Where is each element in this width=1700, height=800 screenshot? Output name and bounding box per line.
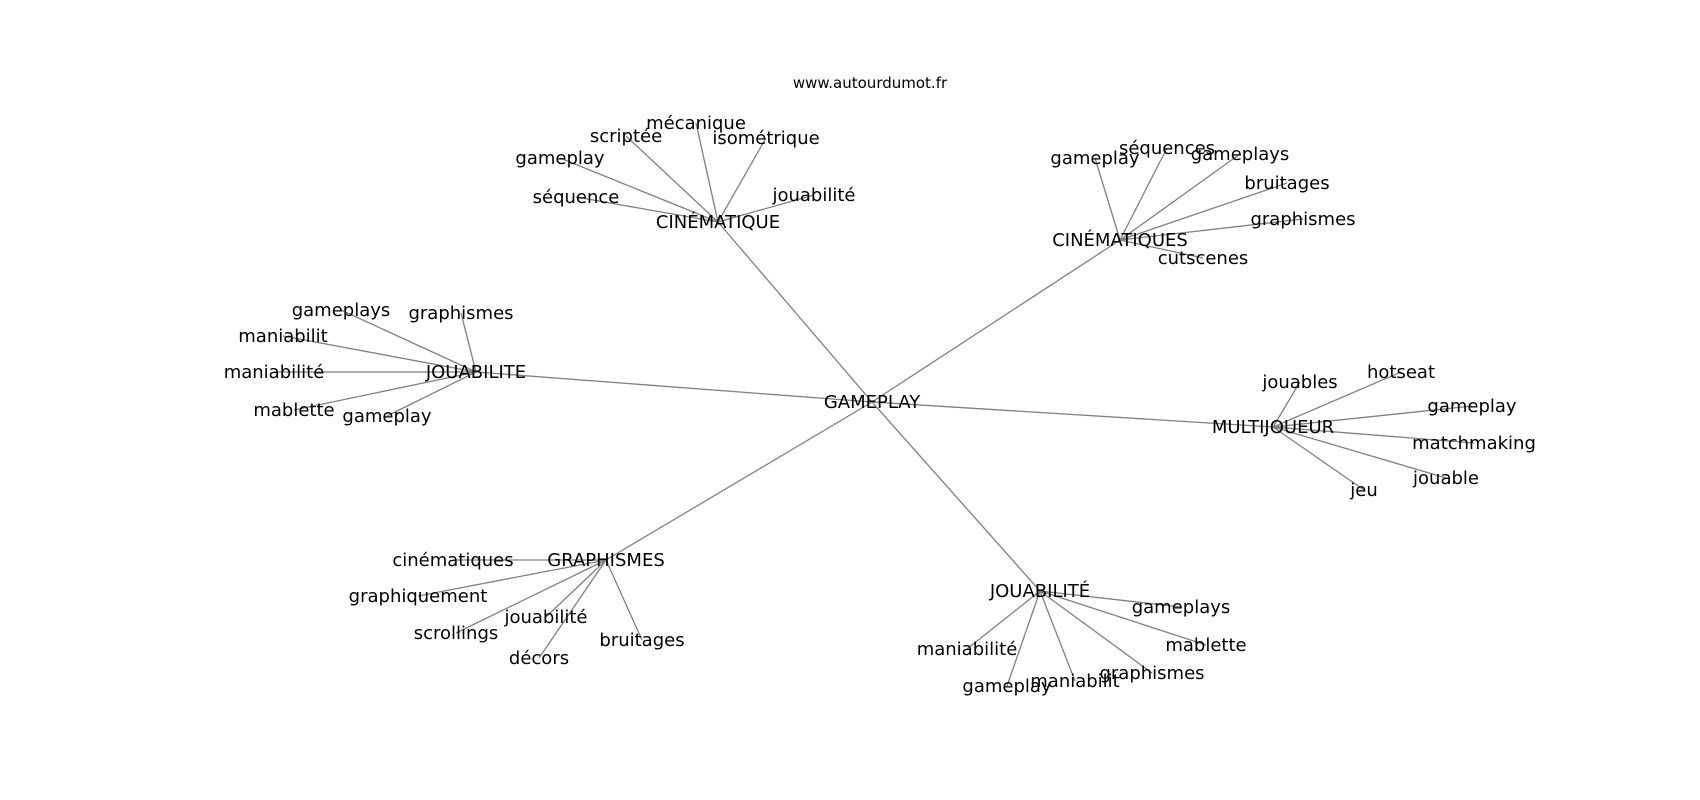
edge-cluster-to-word [605,559,643,641]
word-node-label: bruitages [599,630,684,651]
edge-cluster-to-word [545,559,607,618]
edge-cluster-to-word [1119,239,1204,259]
word-node-label: maniabilité [224,362,325,383]
word-node-label: maniabilité [917,639,1018,660]
edge-cluster-to-word [455,559,607,634]
word-node-label: maniabilit [238,326,328,347]
word-node-label: mablette [1165,635,1246,656]
edge-cluster-to-word [417,559,607,597]
edge-cluster-to-word [1272,426,1475,444]
edge-center-to-cluster [605,401,873,561]
word-node-label: hotseat [1367,362,1435,383]
word-node-label: isométrique [712,128,819,149]
edge-cluster-to-word [717,194,815,223]
center-node-label: GAMEPLAY [824,392,921,413]
edge-cluster-to-word [1006,590,1041,687]
edge-cluster-to-word [695,122,719,223]
site-url: www.autourdumot.fr [793,74,948,92]
word-node-label: cutscenes [1158,248,1249,269]
edge-cluster-to-word [1039,590,1182,608]
edge-cluster-to-word [1119,218,1304,241]
word-node-label: graphismes [1099,663,1204,684]
word-node-label: matchmaking [1412,433,1536,454]
edge-cluster-to-word [966,590,1041,650]
word-node-label: décors [509,648,569,669]
word-node-label: séquence [533,187,620,208]
word-node-label: jouabilité [771,185,855,206]
word-node-label: gameplays [1132,597,1231,618]
word-node-label: scriptée [590,126,662,147]
word-node-label: gameplay [1427,396,1517,417]
edge-center-to-cluster [717,221,873,403]
edge-cluster-to-word [293,371,477,411]
edge-cluster-to-word [1119,182,1288,241]
word-node-label: graphismes [1250,209,1355,230]
word-node-label: gameplays [292,300,391,321]
edge-cluster-to-word [538,559,607,659]
edge-cluster-to-word [1272,381,1301,428]
word-node-label: mablette [253,400,334,421]
word-node-label: jouabilité [503,607,587,628]
graph-edges [274,122,1475,687]
word-node-label: gameplay [962,676,1052,697]
edge-cluster-to-word [559,157,719,223]
word-node-label: jeu [1349,480,1377,501]
edge-center-to-cluster [871,239,1121,403]
cluster-node-label: JOUABILITE [425,362,526,383]
edge-cluster-to-word [1039,590,1207,646]
edge-cluster-to-word [575,196,719,223]
graph-labels: GAMEPLAYCINÉMATIQUEgameplayscriptéemécan… [224,113,1536,697]
edge-cluster-to-word [1272,426,1447,479]
word-node-label: gameplay [1050,148,1140,169]
word-node-label: gameplays [1191,144,1290,165]
word-node-label: jouable [1412,468,1479,489]
word-node-label: maniabilit [1030,671,1120,692]
edge-cluster-to-word [1272,371,1402,428]
word-node-label: mécanique [646,113,746,134]
edge-cluster-to-word [460,312,477,373]
edge-cluster-to-word [386,371,477,417]
word-node-label: cinématiques [392,550,513,571]
edge-cluster-to-word [1039,590,1153,674]
cluster-node-label: CINÉMATIQUES [1052,229,1188,251]
word-node-label: scrollings [414,623,499,644]
word-node-label: gameplay [342,406,432,427]
word-node-label: bruitages [1244,173,1329,194]
edge-cluster-to-word [282,335,477,373]
cluster-node-label: MULTIJOUEUR [1212,417,1334,438]
word-node-label: graphismes [408,303,513,324]
cluster-node-label: GRAPHISMES [547,550,665,571]
cluster-node-label: CINÉMATIQUE [656,211,780,233]
word-node-label: jouables [1261,372,1337,393]
edge-cluster-to-word [340,309,477,373]
edge-cluster-to-word [1272,426,1365,491]
cluster-node-label: JOUABILITÉ [989,580,1090,602]
word-node-label: graphiquement [349,586,488,607]
edge-cluster-to-word [1119,147,1168,241]
edge-center-to-cluster [475,371,873,403]
word-node-label: gameplay [515,148,605,169]
edge-cluster-to-word [1272,405,1473,428]
edge-cluster-to-word [717,137,767,223]
word-node-label: séquences [1119,138,1215,159]
edge-cluster-to-word [625,135,719,223]
edge-center-to-cluster [871,401,1041,592]
edge-center-to-cluster [871,401,1274,428]
edge-cluster-to-word [1094,157,1121,241]
edge-cluster-to-word [1119,153,1241,241]
edge-cluster-to-word [1039,590,1076,682]
